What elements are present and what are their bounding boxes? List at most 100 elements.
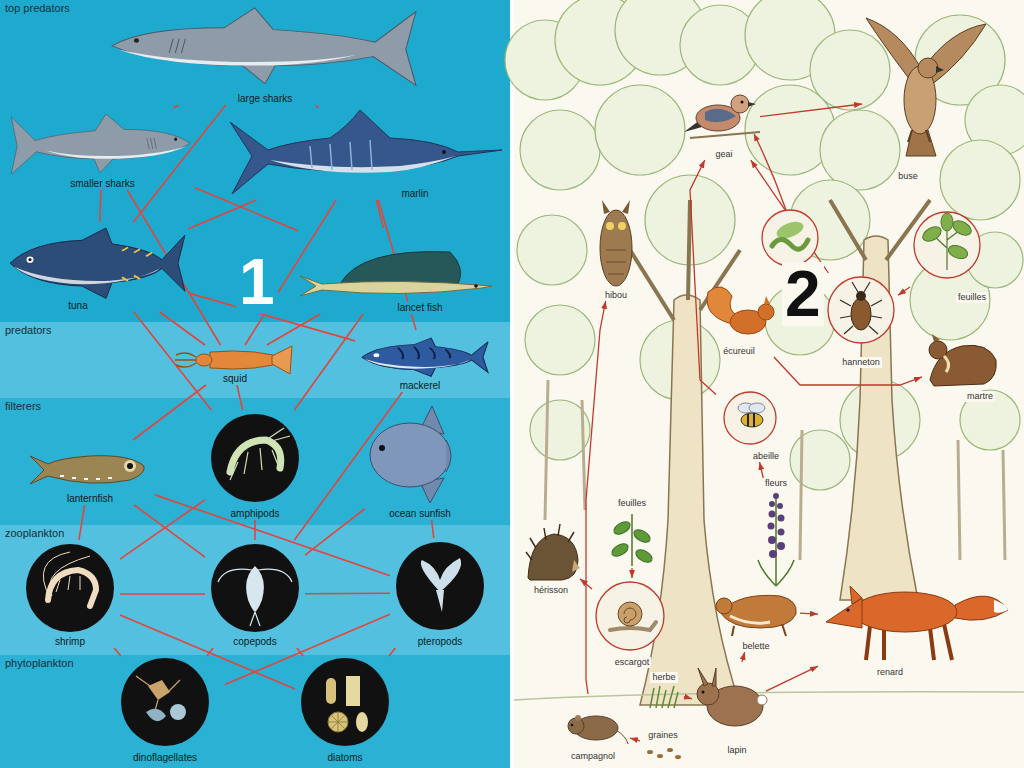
tree-canopy bbox=[960, 390, 1020, 450]
plankton-circle bbox=[170, 704, 186, 720]
food-link bbox=[114, 648, 121, 656]
jay-figure bbox=[684, 95, 760, 138]
band-heading: zooplankton bbox=[3, 527, 66, 540]
plankton-circle bbox=[211, 414, 299, 502]
organism-node: geai bbox=[688, 82, 760, 160]
lanternfish-figure bbox=[127, 463, 133, 469]
ocean-band-fill bbox=[0, 398, 510, 525]
food-link bbox=[79, 505, 85, 540]
flowers-figure bbox=[769, 550, 777, 558]
tuna-figure bbox=[27, 257, 34, 263]
food-link bbox=[133, 105, 225, 222]
marlin-figure bbox=[442, 150, 446, 154]
beetle-circle bbox=[828, 277, 894, 343]
hedgehog-figure bbox=[528, 534, 578, 580]
organism-label: martre bbox=[965, 391, 995, 402]
organism-label: geai bbox=[713, 149, 734, 160]
hedgehog-figure bbox=[526, 524, 580, 580]
food-link bbox=[305, 509, 365, 556]
fox-figure bbox=[826, 586, 1008, 660]
leaves-plant bbox=[631, 514, 633, 566]
buzzard-figure bbox=[866, 18, 986, 156]
leaves-circle bbox=[914, 212, 980, 278]
background-tree bbox=[545, 380, 1005, 560]
beetle-circle bbox=[828, 277, 894, 343]
food-link bbox=[580, 579, 592, 589]
lancet-fish-figure bbox=[474, 284, 478, 288]
food-link bbox=[188, 200, 256, 229]
flowers-figure bbox=[758, 560, 794, 586]
bee-circle bbox=[741, 413, 763, 427]
organism-node: amphipods bbox=[205, 410, 305, 520]
food-link bbox=[389, 648, 395, 656]
organism-label: campagnol bbox=[569, 751, 617, 762]
leaves-plant bbox=[634, 547, 655, 565]
grass-figure bbox=[650, 686, 678, 708]
panel-number: 2 bbox=[782, 262, 824, 326]
marten-figure bbox=[929, 334, 996, 386]
marlin-figure bbox=[230, 110, 502, 194]
organism-node: herbe bbox=[644, 672, 684, 710]
squid-figure bbox=[175, 346, 292, 374]
seeds-figure bbox=[667, 748, 673, 752]
organism-label: ocean sunfish bbox=[387, 508, 453, 520]
food-link bbox=[133, 385, 206, 440]
owl-figure bbox=[606, 250, 626, 274]
organism-node: lanternfish bbox=[25, 440, 155, 505]
organism-label: herbe bbox=[650, 672, 677, 683]
tree-canopy bbox=[820, 110, 900, 190]
rabbit-figure bbox=[757, 695, 767, 705]
organism-label: belette bbox=[740, 641, 771, 652]
depth-band: filtererslanternfishamphipodsocean sunfi… bbox=[0, 398, 510, 525]
marten-figure bbox=[944, 356, 949, 372]
organism-node: large sharks bbox=[110, 5, 420, 105]
organism-label: abeille bbox=[751, 451, 781, 462]
organism-node: écureuil bbox=[700, 282, 778, 357]
organism-node: buse bbox=[862, 10, 992, 182]
tree-canopy bbox=[940, 140, 1020, 220]
rabbit-figure bbox=[702, 691, 705, 694]
bee-circle bbox=[724, 392, 776, 444]
plankton-circle bbox=[326, 678, 336, 704]
organism-label: smaller sharks bbox=[68, 178, 136, 190]
ocean-sunfish-figure bbox=[446, 440, 451, 472]
food-link bbox=[134, 312, 212, 410]
owl-figure bbox=[600, 200, 632, 286]
organism-node: renard bbox=[818, 560, 1014, 678]
organism-node: lapin bbox=[692, 662, 766, 756]
leaves-plant bbox=[632, 527, 653, 545]
plankton-circle bbox=[218, 569, 292, 626]
forest-ground bbox=[514, 0, 1024, 768]
fox-figure bbox=[850, 586, 862, 604]
seeds-figure bbox=[647, 750, 653, 754]
organism-node: dinoflagellates bbox=[105, 656, 225, 764]
leaves-circle bbox=[947, 243, 970, 261]
food-link bbox=[316, 105, 319, 108]
caterpillar-circle bbox=[754, 134, 818, 266]
jay-figure bbox=[690, 132, 760, 138]
leaves-plant bbox=[610, 541, 631, 559]
tuna-figure bbox=[10, 228, 185, 298]
organism-label: pteropods bbox=[416, 636, 464, 648]
food-link bbox=[120, 500, 205, 559]
lanternfish-figure bbox=[124, 460, 136, 472]
flowers-figure bbox=[777, 503, 783, 509]
leaves-circle bbox=[920, 224, 943, 244]
weasel-figure bbox=[716, 595, 796, 636]
organism-label: dinoflagellates bbox=[131, 752, 199, 764]
organism-node: tuna bbox=[8, 222, 188, 312]
food-link bbox=[294, 314, 363, 410]
marlin-figure bbox=[230, 110, 502, 194]
leaves-plant bbox=[610, 519, 655, 565]
plankton-circle bbox=[246, 566, 264, 612]
band-heading: phytoplankton bbox=[3, 657, 76, 670]
leaves-circle bbox=[950, 218, 973, 238]
jay-figure bbox=[705, 109, 736, 122]
rabbit-figure bbox=[697, 668, 767, 726]
ground-line bbox=[514, 692, 1024, 700]
food-link bbox=[690, 160, 716, 394]
lanternfish-figure bbox=[60, 476, 112, 479]
jay-figure bbox=[731, 95, 749, 113]
owl-figure bbox=[600, 210, 632, 286]
